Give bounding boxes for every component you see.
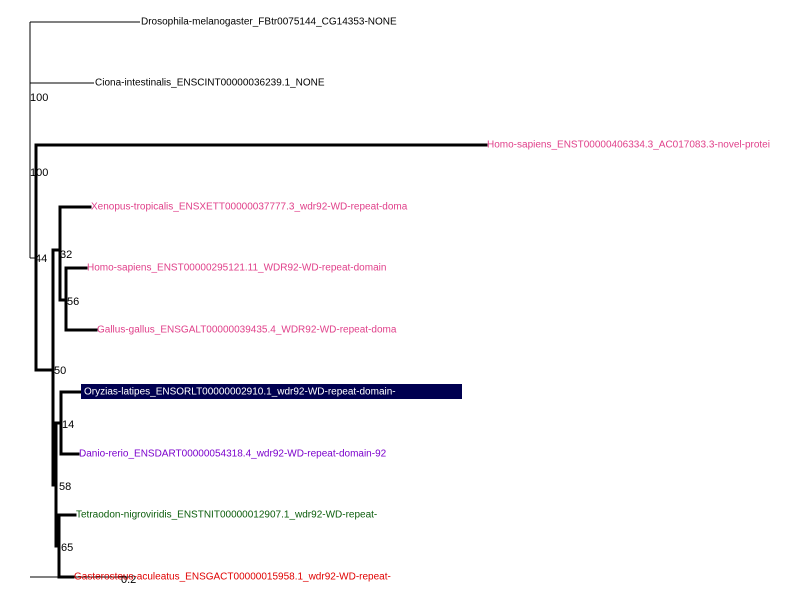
leaf-label-homo-novel[interactable]: Homo-sapiens_ENST00000406334.3_AC017083.…: [487, 140, 770, 151]
leaf-label-tetraodon[interactable]: Tetraodon-nigroviridis_ENSTNIT0000001290…: [76, 510, 377, 521]
highlight-oryzias-background: [81, 384, 462, 399]
bootstrap-label: 56: [67, 296, 79, 308]
leaf-label-drosophila[interactable]: Drosophila-melanogaster_FBtr0075144_CG14…: [141, 17, 397, 28]
bootstrap-label: 50: [54, 365, 66, 377]
scale-bar: 0.2: [30, 574, 136, 586]
leaf-label-xenopus[interactable]: Xenopus-tropicalis_ENSXETT00000037777.3_…: [91, 202, 408, 213]
bootstrap-label: 32: [60, 249, 72, 261]
bootstrap-label: 44: [35, 253, 47, 265]
leaf-label-ciona[interactable]: Ciona-intestinalis_ENSCINT00000036239.1_…: [95, 78, 325, 89]
leaf-labels: Drosophila-melanogaster_FBtr0075144_CG14…: [74, 17, 770, 583]
bootstrap-label: 58: [59, 481, 71, 493]
bootstrap-values: 100 100 44 32 56 50 14 58 65: [30, 92, 79, 554]
bootstrap-label: 100: [30, 167, 48, 179]
leaf-label-gasterosteus[interactable]: Gasterosteus-aculeatus_ENSGACT0000001595…: [74, 572, 391, 583]
bootstrap-label: 65: [61, 542, 73, 554]
thin-branches: [29, 21, 140, 259]
leaf-label-danio[interactable]: Danio-rerio_ENSDART00000054318.4_wdr92-W…: [79, 449, 387, 460]
bootstrap-label: 14: [62, 419, 74, 431]
leaf-label-homo-wdr92[interactable]: Homo-sapiens_ENST00000295121.11_WDR92-WD…: [87, 263, 386, 274]
thick-branches: [34, 143, 488, 579]
leaf-label-gallus[interactable]: Gallus-gallus_ENSGALT00000039435.4_WDR92…: [97, 325, 397, 336]
scale-bar-label: 0.2: [121, 574, 136, 586]
bootstrap-label: 100: [30, 92, 48, 104]
leaf-label-oryzias[interactable]: Oryzias-latipes_ENSORLT00000002910.1_wdr…: [84, 387, 396, 398]
